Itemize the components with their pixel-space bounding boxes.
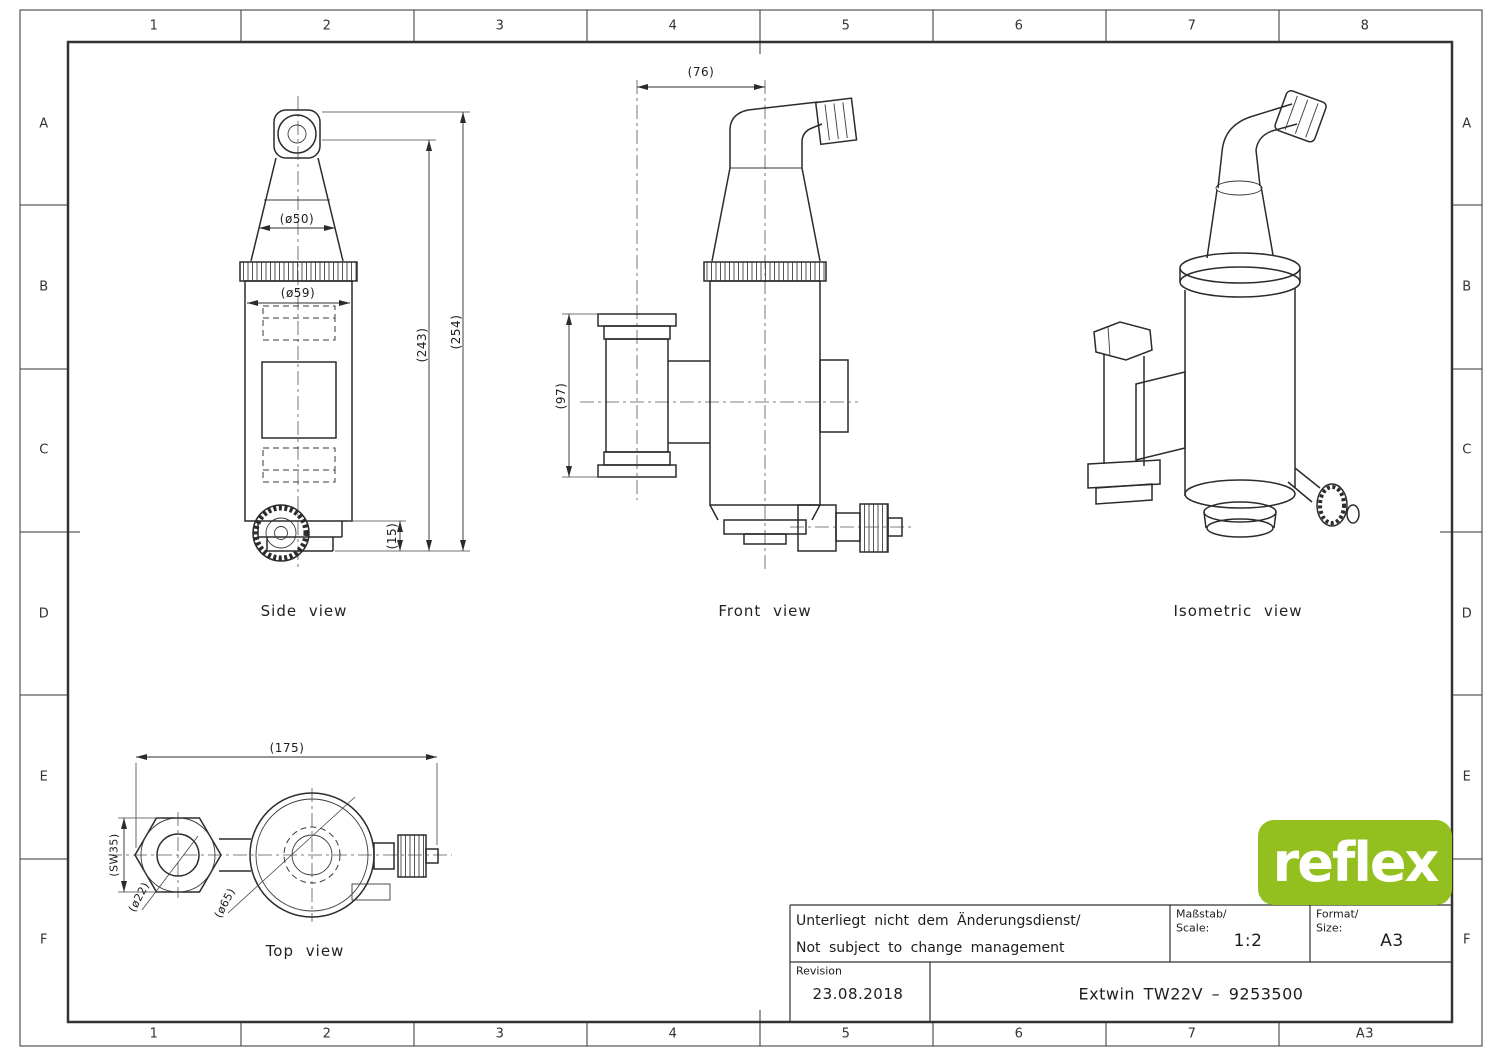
frame-row-left-c: C (39, 442, 49, 458)
dim-label-175: (175) (269, 741, 305, 755)
format-label-english: Size: (1316, 921, 1343, 935)
isometric-view-drawing (1087, 90, 1360, 538)
dim-label-243: (243) (415, 327, 429, 363)
frame-row-right-b: B (1462, 279, 1472, 295)
frame-col-bottom-1: 1 (149, 1026, 159, 1042)
reflex-logo-text: reflex (1272, 831, 1440, 894)
change-note-german: Unterliegt nicht dem Änderungsdienst/ (796, 913, 1081, 929)
scale-value: 1:2 (1233, 931, 1263, 951)
format-label-german: Format/ (1316, 907, 1359, 921)
frame-col-top-5: 5 (841, 18, 851, 34)
frame-col-top-4: 4 (668, 18, 678, 34)
frame-row-right-e: E (1462, 769, 1472, 785)
scale-label-english: Scale: (1176, 921, 1210, 935)
reflex-logo: reflex (1258, 820, 1452, 905)
revision-label: Revision (796, 964, 842, 978)
frame-row-right-a: A (1462, 116, 1472, 132)
frame-col-bottom-8: A3 (1355, 1026, 1375, 1042)
view-label-side: Side view (260, 602, 348, 620)
frame-col-top-6: 6 (1014, 18, 1024, 34)
frame-row-right-f: F (1463, 932, 1471, 948)
dim-label-15: (15) (385, 522, 399, 550)
frame-col-bottom-7: 7 (1187, 1026, 1197, 1042)
frame-col-top-1: 1 (149, 18, 159, 34)
frame-col-top-3: 3 (495, 18, 505, 34)
frame-row-right-c: C (1462, 442, 1472, 458)
frame-col-bottom-6: 6 (1014, 1026, 1024, 1042)
frame-col-bottom-3: 3 (495, 1026, 505, 1042)
frame-col-bottom-2: 2 (322, 1026, 332, 1042)
view-label-isometric: Isometric view (1173, 602, 1303, 620)
frame-col-bottom-5: 5 (841, 1026, 851, 1042)
scale-label-german: Maßstab/ (1176, 907, 1227, 921)
frame-col-top-2: 2 (322, 18, 332, 34)
dim-label-254: (254) (449, 314, 463, 350)
title-block-grid (789, 904, 1452, 1022)
frame-row-right-d: D (1461, 606, 1473, 622)
frame-row-left-d: D (38, 606, 50, 622)
dim-label-d59: (ø59) (280, 286, 316, 300)
revision-date: 23.08.2018 (812, 985, 904, 1003)
frame-col-top-7: 7 (1187, 18, 1197, 34)
frame-col-bottom-4: 4 (668, 1026, 678, 1042)
dim-label-d50: (ø50) (279, 212, 315, 226)
dim-label-76: (76) (687, 65, 715, 79)
frame-row-left-e: E (39, 769, 49, 785)
sheet-frame (19, 9, 1483, 1047)
frame-row-left-b: B (39, 279, 49, 295)
side-view-drawing (239, 96, 470, 570)
dim-label-sw35: (SW35) (107, 833, 121, 877)
view-label-top: Top view (265, 942, 345, 960)
view-label-front: Front view (718, 602, 812, 620)
top-view-drawing (108, 754, 452, 922)
front-view-drawing (562, 80, 912, 572)
dim-label-97: (97) (554, 382, 568, 410)
frame-row-left-f: F (40, 932, 48, 948)
frame-row-left-a: A (39, 116, 49, 132)
change-note-english: Not subject to change management (796, 940, 1065, 956)
part-number: Extwin TW22V – 9253500 (1078, 984, 1304, 1004)
format-value: A3 (1380, 931, 1404, 951)
frame-col-top-8: 8 (1360, 18, 1370, 34)
